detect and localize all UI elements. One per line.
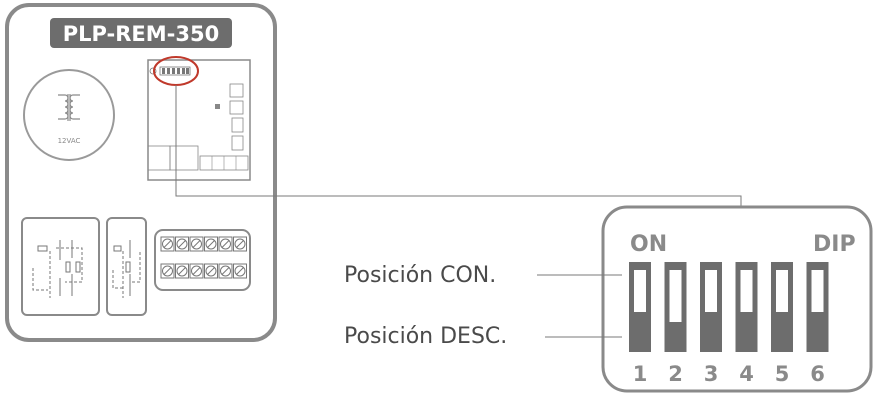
controller-panel: PLP-REM-350 12VAC: [5, 3, 277, 342]
dip-switch-6: 6: [806, 262, 829, 386]
top-row-screw-slot: [192, 240, 201, 248]
dip-switch-slot: [811, 270, 824, 312]
top-row-screw-slot: [236, 240, 244, 248]
top-row-screw-slot: [207, 240, 215, 248]
dip-switch-number: 5: [775, 362, 790, 386]
dip-switch-3: 3: [700, 262, 722, 386]
transformer-icon: [58, 94, 80, 121]
on-position-label: Posición CON.: [344, 263, 496, 288]
dip-switch-number: 4: [739, 362, 754, 386]
dip-switch-slot: [669, 270, 682, 322]
dip-switch-number: 3: [704, 362, 719, 386]
callout-connector-line: [175, 85, 742, 206]
dip-switch-number: 6: [810, 362, 825, 386]
terminal-strip: [154, 229, 251, 291]
bottom-row-screw-slot: [192, 267, 201, 275]
dip-switch-4: 4: [735, 262, 758, 386]
bottom-row-screw-slot: [163, 267, 172, 275]
circuit-board: [147, 56, 251, 181]
dip-switch-slot: [740, 270, 753, 312]
transformer-label: 12VAC: [58, 137, 81, 145]
dip-switch-slot: [705, 270, 717, 312]
top-row-screw-slot: [178, 240, 186, 248]
dip-switch-2: 2: [664, 262, 687, 386]
bottom-row-screw-slot: [236, 267, 244, 275]
transformer-circle: [23, 69, 115, 161]
dip-on-label: ON: [630, 232, 667, 257]
relay-module-left: [21, 217, 100, 316]
board-dip-switch: [149, 66, 191, 76]
dip-dip-label: DIP: [813, 232, 856, 257]
dip-switch-1: 1: [629, 262, 651, 386]
model-badge: [50, 18, 232, 48]
legend: Posición CON. Posición DESC.: [344, 263, 622, 349]
dip-switch-number: 2: [668, 362, 683, 386]
top-row-screw-slot: [163, 240, 172, 248]
board-outline: [147, 59, 251, 181]
model-label: PLP-REM-350: [63, 22, 219, 46]
bottom-row-screw-slot: [178, 267, 186, 275]
bottom-row-screw-slot: [221, 267, 230, 275]
off-position-label: Posición DESC.: [344, 324, 507, 349]
dip-switch-slot: [776, 270, 788, 312]
dip-switch-slot: [634, 270, 646, 312]
bottom-row-screw-slot: [207, 267, 215, 275]
dip-switch-5: 5: [771, 262, 793, 386]
top-row-screw-slot: [221, 240, 230, 248]
dip-switch-number: 1: [633, 362, 648, 386]
transformer: 12VAC: [23, 69, 115, 161]
relay-module-middle: [106, 217, 147, 316]
